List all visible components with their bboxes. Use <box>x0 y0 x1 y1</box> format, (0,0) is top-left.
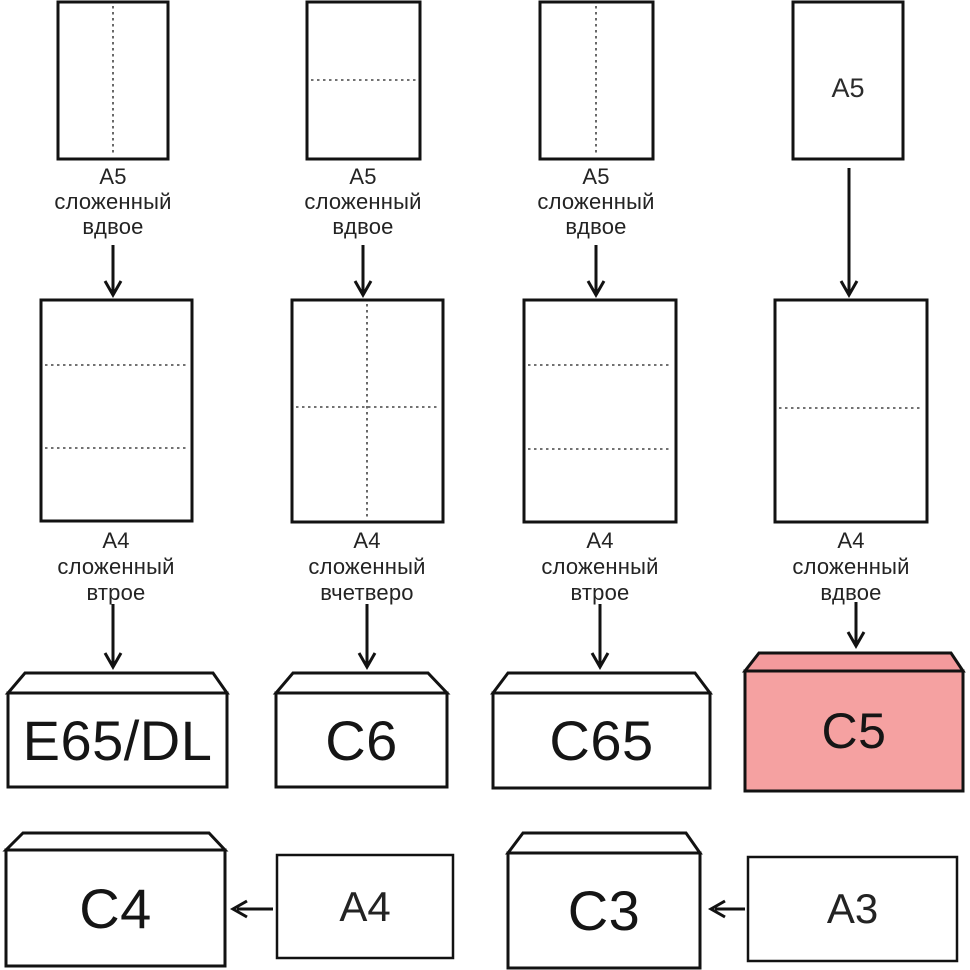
arrow-left-a3-to-c3 <box>707 899 745 919</box>
caption-line: А5 <box>349 164 377 189</box>
paper-a3-flat <box>746 855 959 963</box>
caption-line: сложенный <box>57 554 175 579</box>
sheet-a5-fold-half-1 <box>56 0 170 161</box>
caption-line: А4 <box>102 528 130 553</box>
caption-line: вдвое <box>332 214 394 239</box>
sheet-a4-fold-half <box>773 298 929 524</box>
caption-line: вчетверо <box>320 580 414 605</box>
envelope-c5-label: C5 <box>821 703 887 759</box>
caption-line: вдвое <box>565 214 627 239</box>
arrow-down-a4-to-c5 <box>846 602 866 650</box>
caption-a4-folded-four: А4 сложенный вчетверо <box>267 528 467 606</box>
caption-line: сложенный <box>792 554 910 579</box>
arrow-down-a5-to-a4-1 <box>103 245 123 299</box>
caption-line: втрое <box>570 580 630 605</box>
envelope-body <box>4 848 227 968</box>
envelope-body <box>506 851 702 970</box>
sheet-a5-plain <box>791 0 905 161</box>
envelope-body <box>274 691 449 789</box>
envelope-flap <box>2 831 229 852</box>
envelope-c3 <box>505 831 703 970</box>
caption-a5-folded-half-3: А5 сложенный вдвое <box>496 164 696 239</box>
sheet-a5-fold-half-3 <box>538 0 655 161</box>
caption-a4-folded-three-2: А4 сложенный втрое <box>500 528 700 606</box>
envelope-flap <box>4 671 230 695</box>
envelope-c6-label: C6 <box>325 708 398 772</box>
envelope-c5-highlighted <box>741 651 966 793</box>
arrow-down-a4-to-c65 <box>590 604 610 671</box>
caption-line: сложенный <box>304 189 422 214</box>
caption-line: А4 <box>837 528 865 553</box>
envelope-body <box>491 691 712 790</box>
envelope-e65dl <box>4 671 230 789</box>
envelope-c6 <box>272 671 451 789</box>
arrow-left-a4-to-c4 <box>229 899 273 919</box>
caption-line: сложенный <box>54 189 172 214</box>
caption-a4-folded-half: А4 сложенный вдвое <box>751 528 951 606</box>
envelope-flap <box>272 671 451 695</box>
envelope-c4-label: C4 <box>79 876 152 940</box>
caption-line: А4 <box>586 528 614 553</box>
caption-line: сложенный <box>537 189 655 214</box>
paper-a3-label: A3 <box>826 885 879 932</box>
caption-line: сложенный <box>308 554 426 579</box>
envelope-c4 <box>2 831 229 968</box>
envelope-body <box>743 669 965 793</box>
envelope-c65 <box>490 671 713 790</box>
envelope-c3-label: C3 <box>567 879 641 942</box>
envelope-body <box>6 691 229 789</box>
sheet-a5-inner-label: A5 <box>831 73 865 103</box>
arrow-down-a5-to-a4-2 <box>353 245 373 299</box>
envelope-flap <box>490 671 713 695</box>
paper-a4-flat <box>275 853 455 960</box>
caption-line: вдвое <box>82 214 144 239</box>
arrow-down-a4-to-e65dl <box>103 604 123 671</box>
arrow-down-a4-to-c6 <box>357 604 377 671</box>
sheet-a4-fold-three-1 <box>39 298 194 523</box>
caption-a5-folded-half-1: А5 сложенный вдвое <box>13 164 213 239</box>
arrow-down-a5-to-a4-3 <box>586 245 606 299</box>
envelope-e65dl-label: E65/DL <box>22 708 213 772</box>
sheet-a4-fold-three-2 <box>522 298 678 524</box>
caption-line: А4 <box>353 528 381 553</box>
envelope-flap <box>505 831 703 855</box>
sheet-a5-fold-half-2 <box>305 0 422 161</box>
caption-line: вдвое <box>820 580 882 605</box>
sheet-a4-fold-four <box>290 298 445 524</box>
caption-line: А5 <box>99 164 127 189</box>
paper-a4-label: A4 <box>339 882 391 930</box>
caption-a4-folded-three-1: А4 сложенный втрое <box>16 528 216 606</box>
envelope-flap <box>741 651 966 673</box>
arrow-down-a5-to-a4-4 <box>839 168 859 299</box>
caption-line: А5 <box>582 164 610 189</box>
caption-line: сложенный <box>541 554 659 579</box>
envelope-c65-label: C65 <box>549 709 654 772</box>
caption-line: втрое <box>86 580 146 605</box>
caption-a5-folded-half-2: А5 сложенный вдвое <box>263 164 463 239</box>
